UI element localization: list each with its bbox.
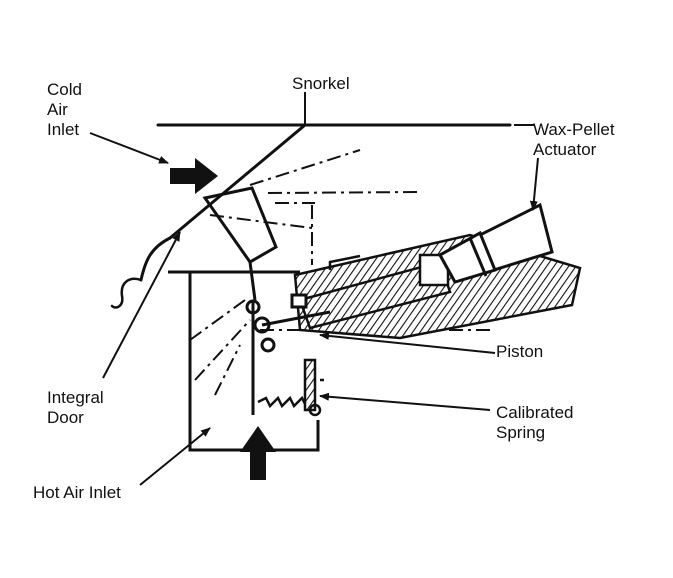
door-rod (245, 299, 276, 415)
hot-air-flow-arrow (240, 426, 276, 480)
cold-air-flow-arrow (170, 158, 218, 194)
flow-arrows (170, 158, 276, 480)
hot-air-housing (168, 270, 320, 452)
integral-door (202, 186, 278, 301)
cold-air-inlet-label: Cold Air Inlet (47, 80, 82, 139)
integral-door-label: Integral Door (47, 388, 104, 427)
leader-lines (89, 92, 539, 486)
snorkel-label: Snorkel (292, 74, 350, 93)
wax-pellet (437, 202, 554, 284)
hot-air-inlet-label: Hot Air Inlet (33, 483, 121, 502)
wax-pellet-actuator-label: Wax-Pellet Actuator (533, 120, 615, 159)
calibrated-spring (257, 358, 324, 417)
piston-label: Piston (496, 342, 544, 361)
snorkel-housing (110, 123, 512, 309)
calibrated-spring-label: Calibrated Spring (496, 403, 574, 442)
piston-linkage (261, 293, 331, 327)
